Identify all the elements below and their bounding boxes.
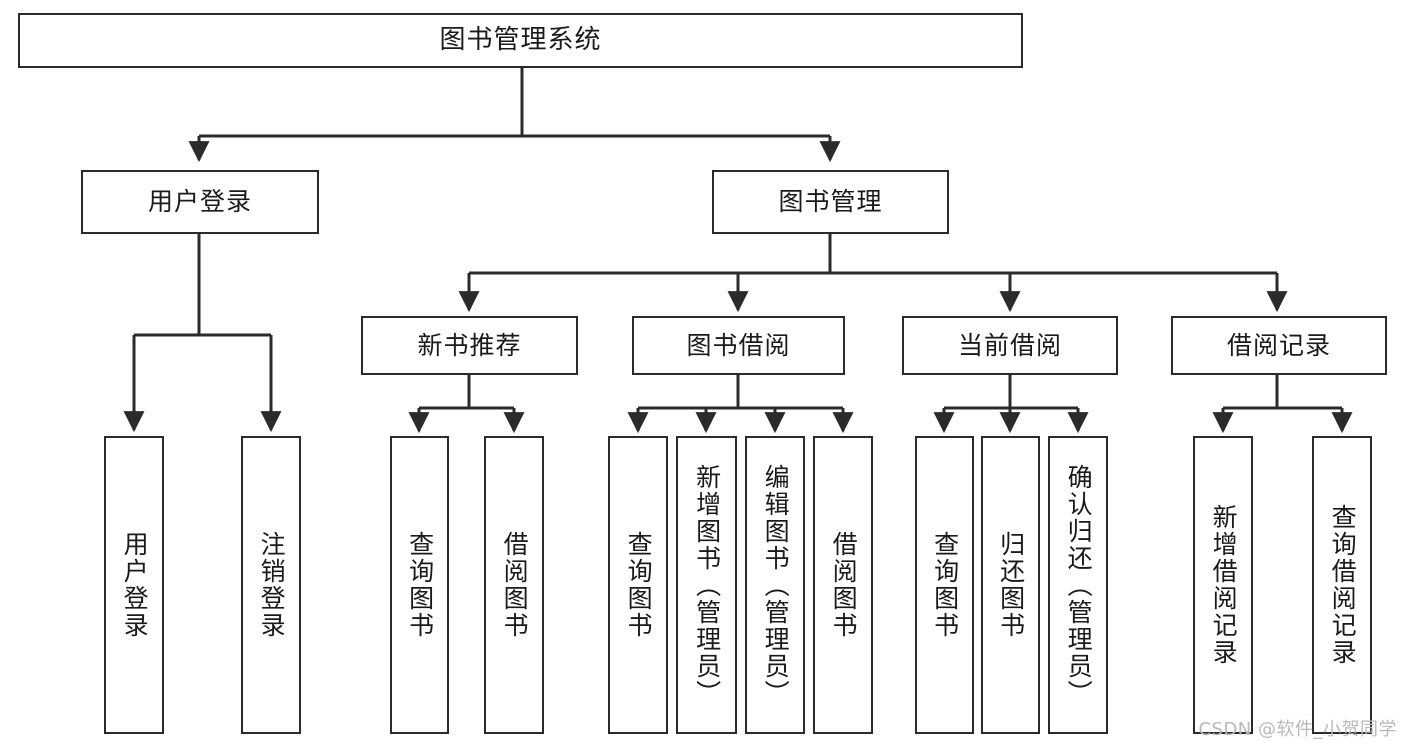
node-label: 图书管理	[778, 187, 883, 217]
node-label: 归还图书	[996, 531, 1026, 639]
node-label: 新书推荐	[417, 330, 522, 360]
node-label: 新增借阅记录	[1209, 504, 1239, 666]
node-book-borrow[interactable]: 图书借阅	[632, 316, 845, 375]
node-label: 新增图书（管理员）	[692, 463, 722, 707]
leaf-query-borrow-record[interactable]: 查询借阅记录	[1312, 436, 1372, 734]
node-label: 查询图书	[624, 531, 654, 639]
leaf-add-borrow-record[interactable]: 新增借阅记录	[1193, 436, 1253, 734]
leaf-logout-login[interactable]: 注销登录	[241, 436, 301, 734]
node-label: 用户登录	[120, 531, 150, 639]
node-label: 确认归还（管理员）	[1064, 463, 1094, 707]
node-new-book-recommend[interactable]: 新书推荐	[361, 316, 578, 375]
leaf-borrow-book-recommend[interactable]: 借阅图书	[484, 436, 544, 734]
node-label: 用户登录	[147, 187, 252, 217]
leaf-query-book-current[interactable]: 查询图书	[915, 436, 974, 734]
node-label: 借阅记录	[1226, 330, 1331, 360]
node-label: 编辑图书（管理员）	[761, 463, 791, 707]
node-label: 注销登录	[257, 531, 287, 639]
watermark-csdn: CSDN @软件_小贺同学	[1198, 719, 1397, 740]
node-label: 借阅图书	[829, 531, 859, 639]
node-current-borrow[interactable]: 当前借阅	[902, 316, 1118, 375]
leaf-query-book-borrow[interactable]: 查询图书	[608, 436, 668, 734]
leaf-confirm-return-admin[interactable]: 确认归还（管理员）	[1048, 436, 1108, 734]
node-root-library-management-system[interactable]: 图书管理系统	[18, 13, 1023, 68]
leaf-user-login[interactable]: 用户登录	[104, 436, 164, 734]
node-user-login[interactable]: 用户登录	[81, 170, 319, 234]
leaf-return-book[interactable]: 归还图书	[981, 436, 1040, 734]
node-label: 借阅图书	[500, 531, 530, 639]
node-label: 图书管理系统	[439, 25, 602, 56]
node-label: 查询图书	[930, 531, 960, 639]
node-book-management[interactable]: 图书管理	[712, 170, 949, 234]
node-label: 查询借阅记录	[1328, 504, 1358, 666]
leaf-borrow-book[interactable]: 借阅图书	[813, 436, 873, 734]
leaf-edit-book-admin[interactable]: 编辑图书（管理员）	[745, 436, 805, 734]
leaf-add-book-admin[interactable]: 新增图书（管理员）	[676, 436, 737, 734]
node-label: 当前借阅	[957, 330, 1062, 360]
node-label: 查询图书	[405, 531, 435, 639]
node-borrow-record[interactable]: 借阅记录	[1171, 316, 1387, 375]
node-label: 图书借阅	[686, 330, 791, 360]
leaf-query-book-recommend[interactable]: 查询图书	[390, 436, 449, 734]
